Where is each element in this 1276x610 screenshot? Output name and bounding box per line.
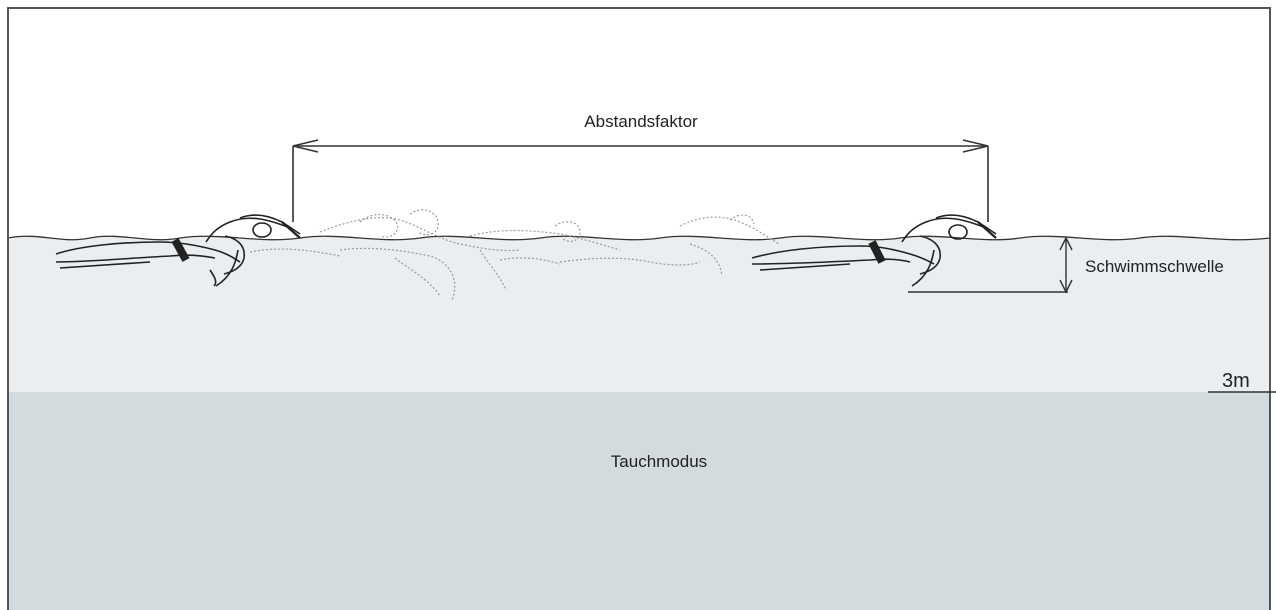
distance-factor-label: Abstandsfaktor — [584, 112, 698, 131]
surface-water-zone — [8, 236, 1270, 392]
distance-factor-bracket — [293, 140, 988, 222]
depth-marker-label: 3m — [1222, 370, 1250, 392]
swim-threshold-label: Schwimmschwelle — [1085, 257, 1224, 276]
dive-mode-label: Tauchmodus — [611, 452, 707, 471]
deep-water-zone — [8, 392, 1270, 610]
